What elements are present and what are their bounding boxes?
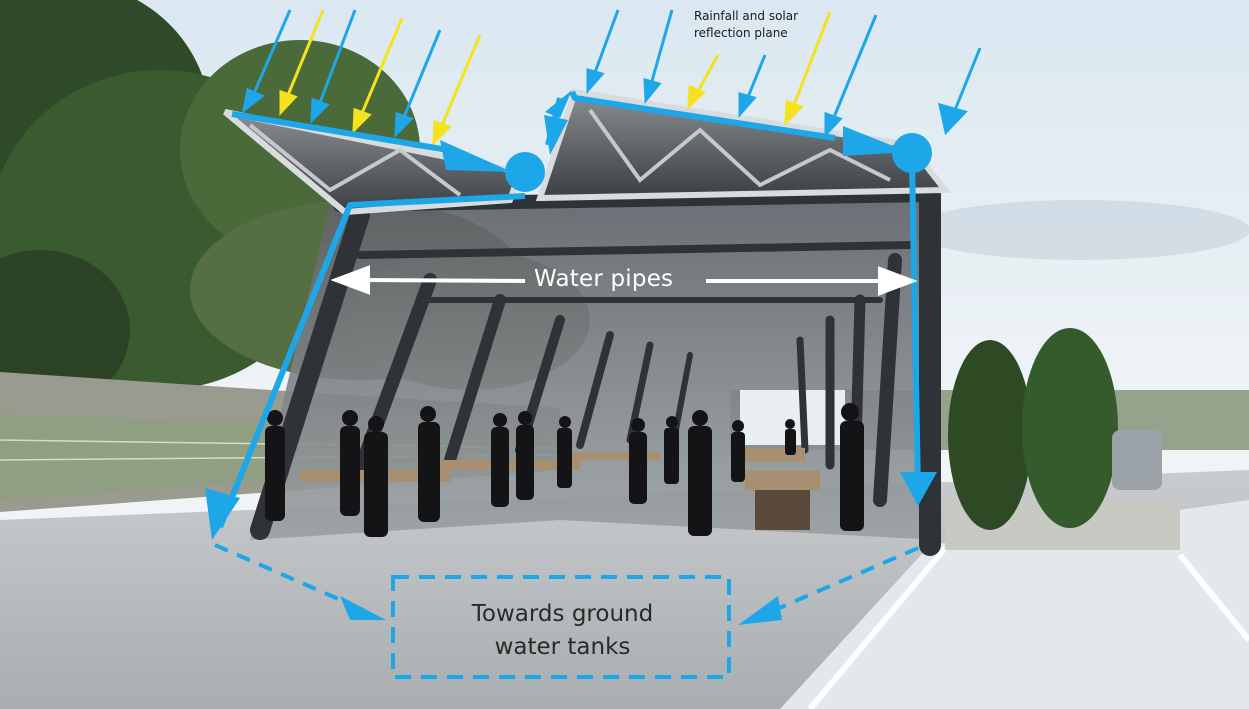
solar-rays <box>279 9 832 146</box>
rainfall-arrows <box>241 9 982 138</box>
roof-panel-right <box>535 88 952 202</box>
ground-water-tanks-label: Towards ground water tanks <box>396 598 729 664</box>
rainfall-label-line1: Rainfall and solar <box>694 9 799 23</box>
arrowhead-left-to-tanks <box>340 596 386 620</box>
rainfall-label-line2: reflection plane <box>694 26 788 40</box>
rainfall-solar-label: Rainfall and solar reflection plane <box>694 8 874 42</box>
drain-node-right <box>892 133 932 173</box>
cloud <box>910 200 1249 260</box>
roof-truss <box>248 108 891 197</box>
tanks-label-line2: water tanks <box>494 634 631 660</box>
water-pipes-label: Water pipes <box>534 266 674 292</box>
water-pipes-span-arrow <box>330 265 918 296</box>
parked-car <box>1112 430 1162 490</box>
parking-line <box>1177 553 1249 642</box>
tanks-label-line1: Towards ground <box>471 601 654 627</box>
shrub <box>948 340 1032 530</box>
arrowhead-right-to-tanks <box>738 596 782 625</box>
people-silhouettes <box>265 403 864 537</box>
parking-line <box>807 546 948 709</box>
flow-to-tanks <box>214 543 919 614</box>
water-flow-arrowheads <box>205 90 937 540</box>
ground-water-tank-box <box>391 575 731 679</box>
parking-lot <box>780 500 1249 709</box>
shrub <box>1022 328 1118 528</box>
drain-node-left <box>505 152 545 192</box>
